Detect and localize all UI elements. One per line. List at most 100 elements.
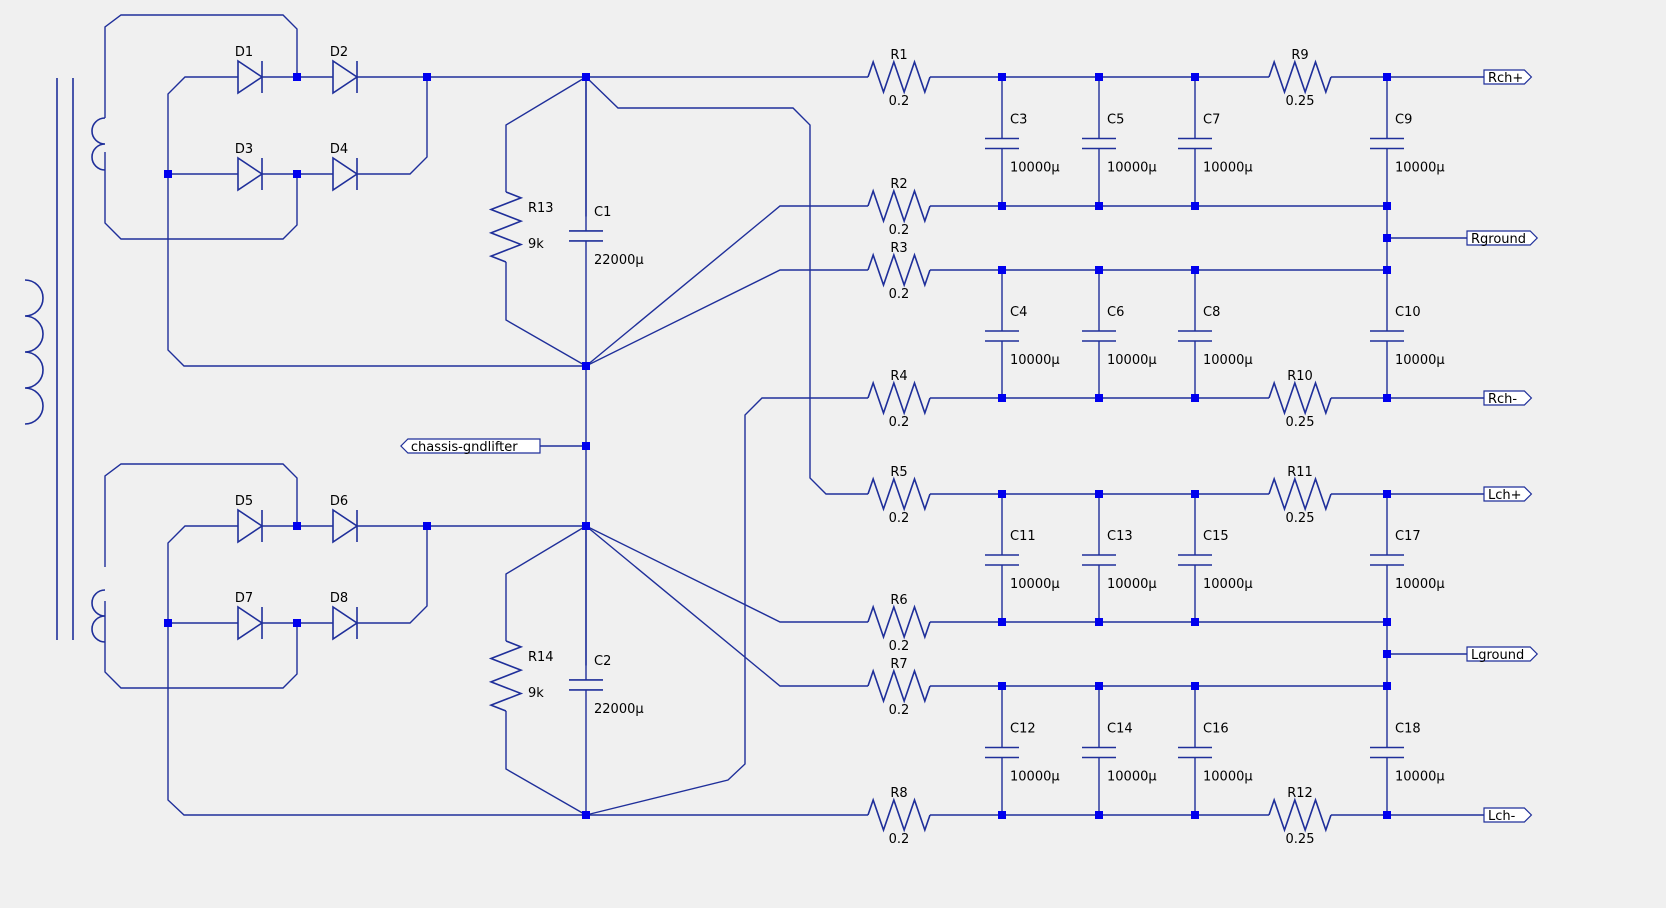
diode-d6: [332, 508, 359, 544]
capacitor-value-c3: 10000µ: [1010, 161, 1060, 176]
capacitor-c14: [1082, 746, 1116, 759]
capacitor-value-c13: 10000µ: [1107, 577, 1157, 592]
junction-dot: [164, 170, 172, 178]
resistor-label-r6: R6: [890, 593, 907, 608]
net-label-rch-plus: Rch+: [1483, 69, 1533, 86]
capacitor-c5: [1082, 137, 1116, 150]
capacitor-label-c7: C7: [1203, 113, 1220, 128]
junction-dot: [1095, 618, 1103, 626]
resistor-r10: [1268, 380, 1332, 416]
resistor-label-r12: R12: [1287, 786, 1313, 801]
junction-dot: [1383, 234, 1391, 242]
resistor-label-r5: R5: [890, 465, 907, 480]
diode-label-d2: D2: [330, 45, 348, 60]
resistor-r1: [867, 59, 931, 95]
capacitor-value-c16: 10000µ: [1203, 770, 1253, 785]
bridge-wire-bottom: [357, 526, 428, 624]
diode-label-d4: D4: [330, 142, 348, 157]
feed-r4: [585, 397, 868, 816]
resistor-value-r8: 0.2: [889, 832, 910, 847]
resistor-label-r9: R9: [1291, 48, 1308, 63]
junction-dot: [1095, 266, 1103, 274]
resistor-r6: [867, 604, 931, 640]
svg-text:Lch-: Lch-: [1488, 809, 1516, 824]
svg-text:chassis-gndlifter: chassis-gndlifter: [411, 440, 518, 455]
secondary-wire-top-top: [104, 14, 298, 118]
resistor-r8: [867, 797, 931, 833]
junction-dot: [998, 202, 1006, 210]
capacitor-c2: [569, 679, 603, 691]
junction-dot: [1383, 202, 1391, 210]
net-label-lch-plus: Lch+: [1483, 486, 1533, 503]
resistor-label-r8: R8: [890, 786, 907, 801]
junction-dot: [1383, 394, 1391, 402]
diode-label-d5: D5: [235, 494, 253, 509]
resistor-label-r10: R10: [1287, 369, 1313, 384]
resistor-value-r6: 0.2: [889, 639, 910, 654]
capacitor-value-c4: 10000µ: [1010, 353, 1060, 368]
capacitor-label-c9: C9: [1395, 113, 1412, 128]
capacitor-value-c8: 10000µ: [1203, 353, 1253, 368]
resistor-label-r14: R14: [528, 650, 554, 665]
r-wire-bottom: [505, 711, 587, 816]
resistor-label-r11: R11: [1287, 465, 1313, 480]
junction-dot: [582, 442, 590, 450]
capacitor-label-c2: C2: [594, 654, 611, 669]
capacitor-c4: [985, 330, 1019, 342]
capacitor-label-c10: C10: [1395, 305, 1421, 320]
diode-label-d8: D8: [330, 591, 348, 606]
resistor-value-r13: 9k: [528, 237, 544, 252]
junction-dot: [1383, 618, 1391, 626]
junction-dot: [293, 619, 301, 627]
resistor-value-r14: 9k: [528, 686, 544, 701]
resistor-label-r7: R7: [890, 657, 907, 672]
feed-r6: [585, 525, 868, 623]
capacitor-c9: [1370, 137, 1404, 150]
junction-dot: [1191, 682, 1199, 690]
resistor-r13: [488, 191, 524, 263]
r-wire-top: [505, 76, 587, 192]
resistor-label-r3: R3: [890, 241, 907, 256]
diode-d5: [237, 508, 264, 544]
feed-r2: [585, 205, 868, 367]
junction-dot: [164, 619, 172, 627]
resistor-value-r12: 0.25: [1286, 832, 1315, 847]
junction-dot: [998, 682, 1006, 690]
capacitor-label-c17: C17: [1395, 529, 1421, 544]
junction-dot: [1383, 650, 1391, 658]
diode-label-d3: D3: [235, 142, 253, 157]
capacitor-value-c10: 10000µ: [1395, 353, 1445, 368]
capacitor-value-c7: 10000µ: [1203, 161, 1253, 176]
junction-dot: [998, 266, 1006, 274]
junction-dot: [1095, 73, 1103, 81]
capacitor-value-c14: 10000µ: [1107, 770, 1157, 785]
resistor-r2: [867, 188, 931, 224]
resistor-value-r7: 0.2: [889, 703, 910, 718]
capacitor-value-c15: 10000µ: [1203, 577, 1253, 592]
junction-dot: [582, 73, 590, 81]
capacitor-c17: [1370, 554, 1404, 566]
junction-dot: [1383, 682, 1391, 690]
secondary-wire-bottom-top: [104, 152, 298, 240]
junction-dot: [1095, 202, 1103, 210]
junction-dot: [293, 73, 301, 81]
junction-dot: [1095, 394, 1103, 402]
svg-text:Rch-: Rch-: [1488, 392, 1517, 407]
junction-dot: [1383, 266, 1391, 274]
resistor-value-r3: 0.2: [889, 287, 910, 302]
capacitor-label-c13: C13: [1107, 529, 1133, 544]
junction-dot: [998, 490, 1006, 498]
capacitor-label-c14: C14: [1107, 722, 1133, 737]
capacitor-label-c11: C11: [1010, 529, 1036, 544]
capacitor-value-c12: 10000µ: [1010, 770, 1060, 785]
svg-text:Lch+: Lch+: [1488, 488, 1522, 503]
resistor-label-r4: R4: [890, 369, 907, 384]
rail-minus-top: [167, 174, 586, 367]
r-wire-top: [505, 262, 587, 367]
resistor-value-r2: 0.2: [889, 223, 910, 238]
bridge-wire-bottom: [167, 525, 238, 623]
bridge-wire-top: [167, 76, 238, 174]
junction-dot: [998, 811, 1006, 819]
net-label-lground: Lground: [1466, 646, 1539, 663]
resistor-value-r11: 0.25: [1286, 511, 1315, 526]
